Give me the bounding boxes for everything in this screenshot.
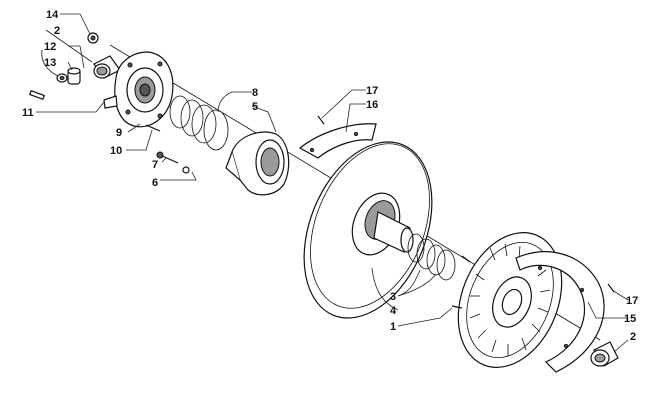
callout-17-top: 17	[366, 85, 378, 97]
part-nut-14	[87, 32, 99, 44]
part-spring-3	[407, 233, 456, 281]
callout-11: 11	[22, 107, 34, 119]
part-spring-8	[169, 95, 229, 151]
callout-13: 13	[44, 57, 56, 69]
callout-15: 15	[624, 313, 636, 325]
part-pin-11	[28, 89, 46, 101]
callout-2-top: 2	[54, 25, 60, 37]
part-washer-6	[182, 166, 190, 174]
part-guard-15	[515, 251, 605, 373]
part-guard-16	[298, 123, 377, 159]
callout-4: 4	[390, 305, 397, 317]
callout-16: 16	[366, 99, 378, 111]
part-cam-5	[225, 131, 290, 196]
callout-7: 7	[152, 159, 158, 171]
part-sheave-4	[303, 141, 433, 319]
callout-12: 12	[44, 41, 56, 53]
callout-8: 8	[252, 87, 258, 99]
callout-14: 14	[46, 9, 59, 21]
part-screw-10	[145, 124, 161, 132]
part-bushing-2-bottom	[590, 341, 619, 367]
callout-1: 1	[390, 321, 396, 333]
callout-10: 10	[110, 145, 122, 157]
part-movable-sheave-1	[451, 232, 563, 368]
part-cover-plate-9	[103, 51, 174, 128]
callout-9: 9	[116, 127, 122, 139]
callout-17-bottom: 17	[626, 295, 638, 307]
callout-5: 5	[252, 101, 258, 113]
callout-6: 6	[152, 177, 158, 189]
part-washer-12	[56, 73, 68, 83]
part-cap-13	[67, 67, 81, 85]
part-screw-17-top	[317, 115, 325, 125]
part-bushing-2-top	[93, 55, 121, 79]
callout-2-bottom: 2	[630, 331, 636, 343]
callout-3: 3	[390, 291, 396, 303]
part-screw-7	[156, 151, 179, 164]
leader-lines	[36, 13, 629, 353]
